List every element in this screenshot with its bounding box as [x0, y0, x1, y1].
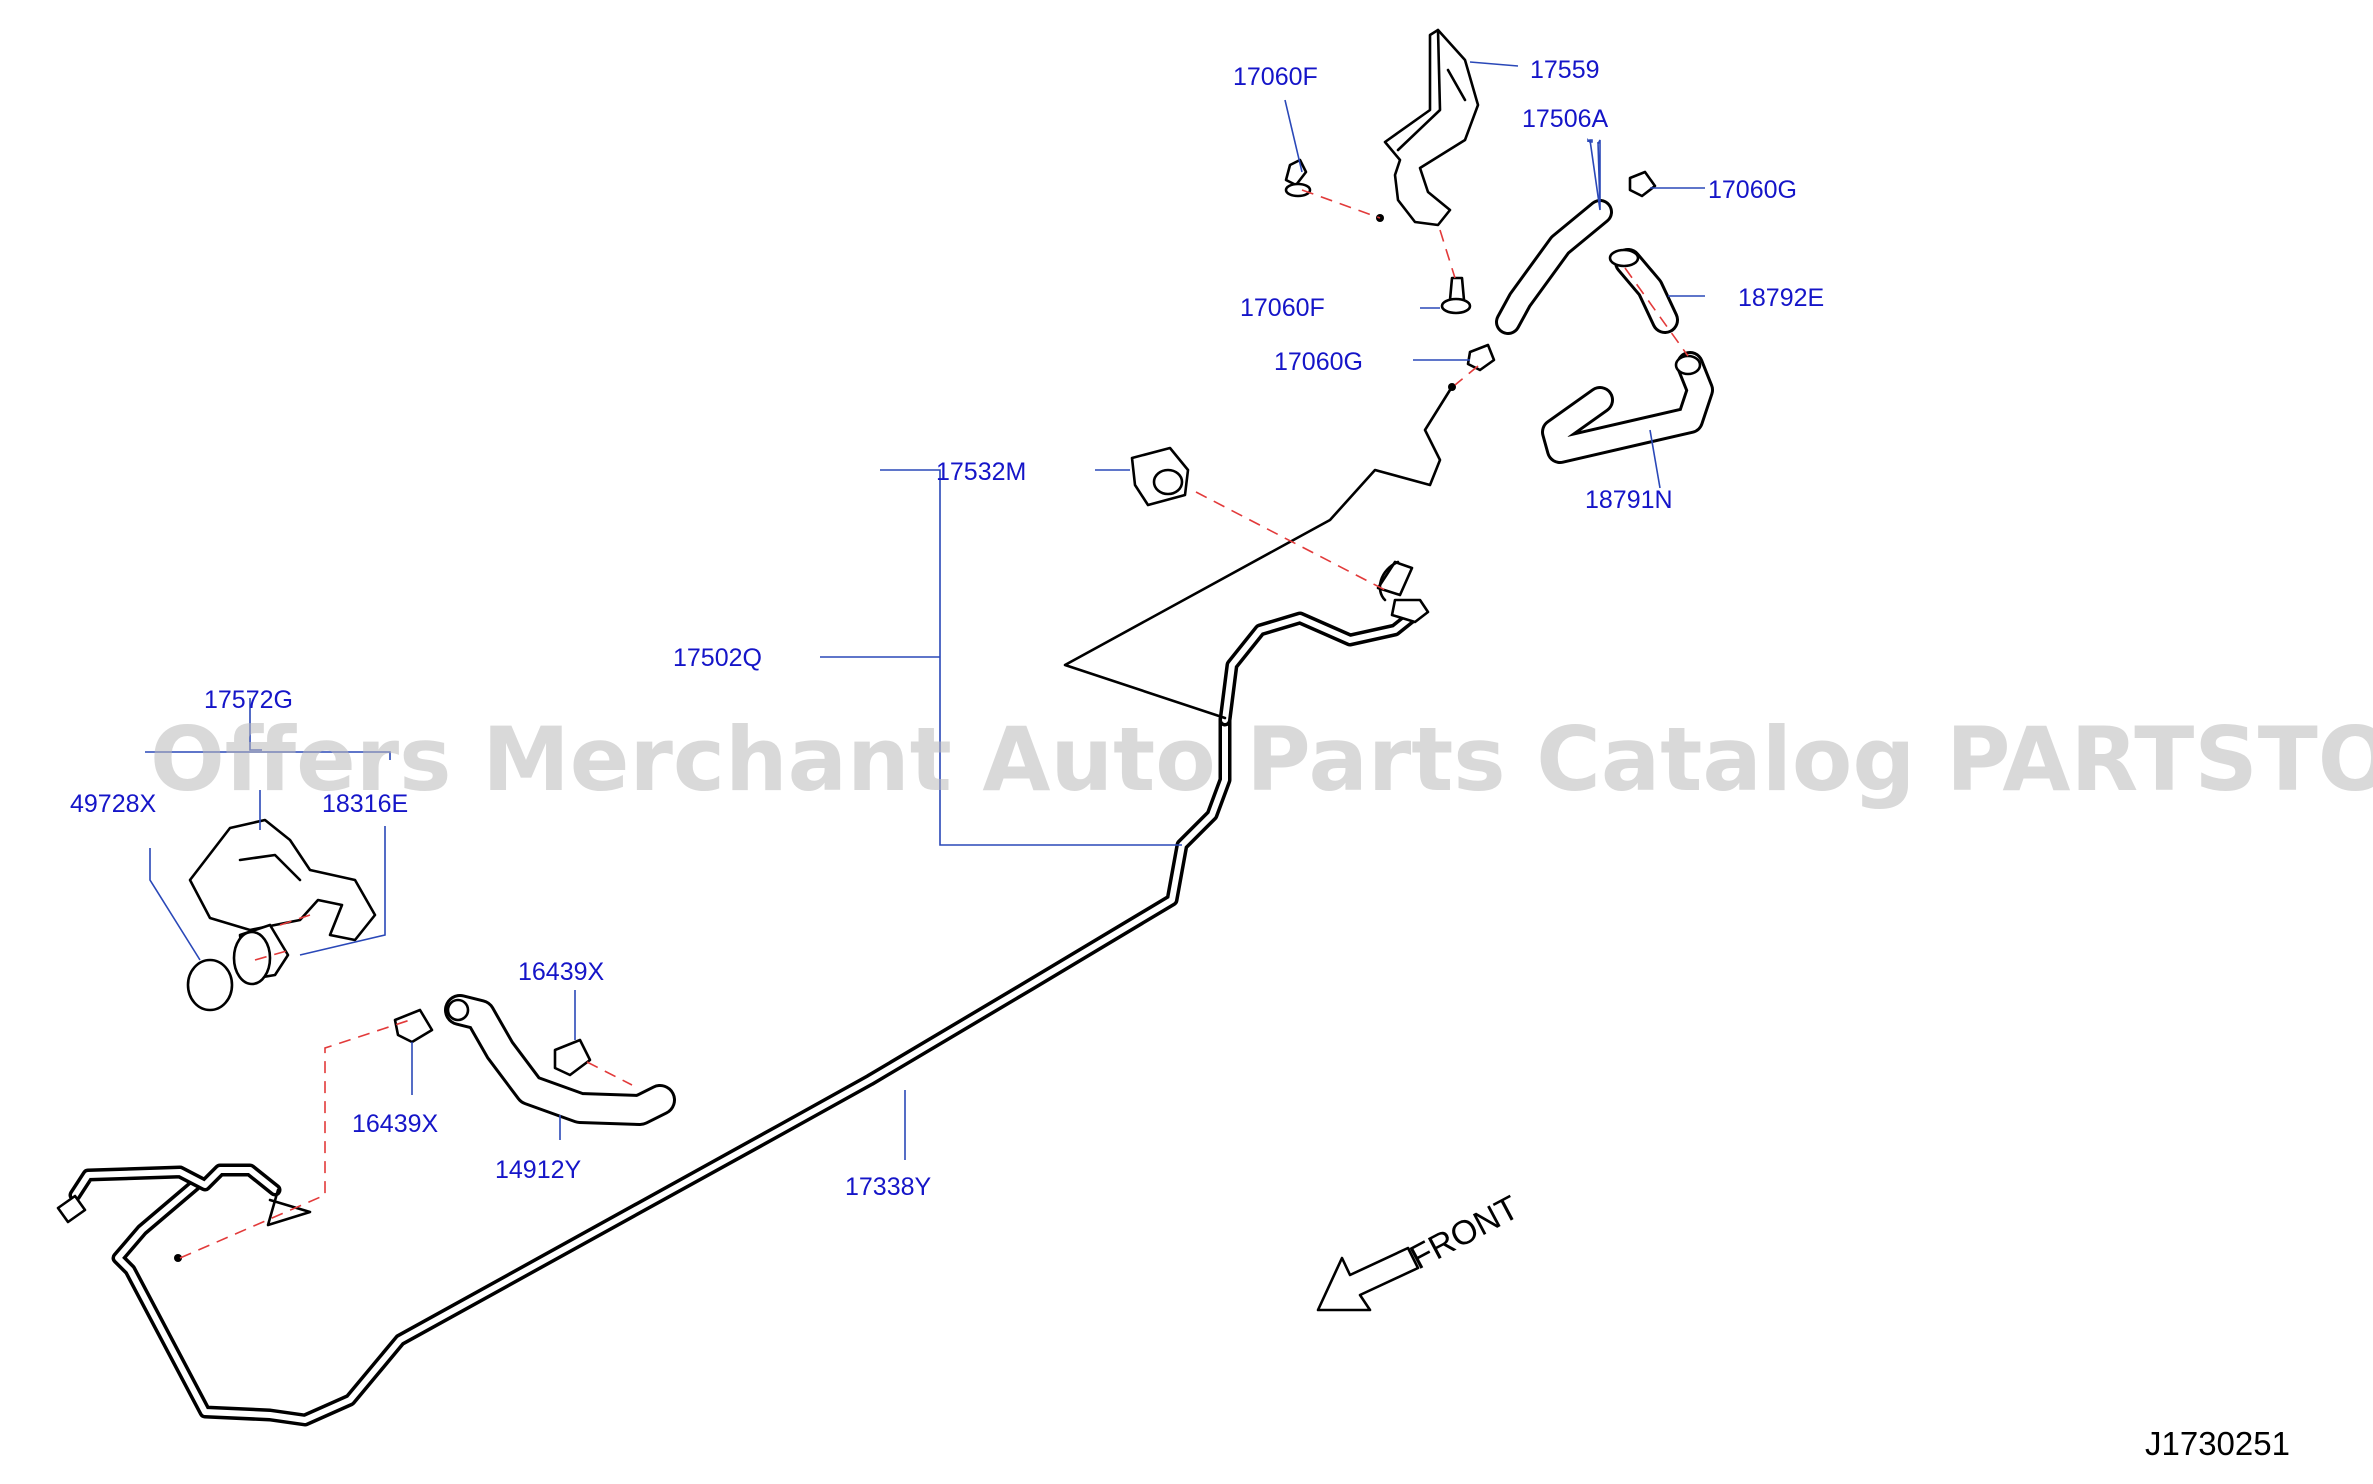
callout-16439x-upper[interactable]: 16439X — [518, 958, 605, 986]
pipe-left-end-assembly[interactable] — [56, 1163, 312, 1262]
callout-18792e[interactable]: 18792E — [1738, 284, 1824, 312]
watermark: Offers Merchant Auto Parts Catalog PARTS… — [150, 708, 2373, 811]
pipe-upper-branch[interactable] — [1218, 603, 1427, 727]
leader-lines — [145, 61, 1705, 1160]
hose-18792e[interactable] — [1608, 248, 1679, 334]
callout-17338y[interactable]: 17338Y — [845, 1173, 932, 1201]
clamp-17060g-mid[interactable] — [1466, 343, 1496, 372]
callout-18316e[interactable]: 18316E — [322, 790, 408, 818]
callout-17572g[interactable]: 17572G — [204, 686, 293, 714]
grommet-49728x[interactable] — [186, 923, 290, 1012]
clip-17060f-mid[interactable] — [1440, 276, 1472, 315]
clamp-16439x-lower[interactable] — [393, 1008, 434, 1044]
hose-18791n[interactable] — [1541, 351, 1714, 464]
callout-17506a[interactable]: 17506A — [1522, 105, 1609, 133]
bracket-17559[interactable] — [1376, 28, 1480, 227]
callout-17532m[interactable]: 17532M — [936, 458, 1026, 486]
figure-id: J1730251 — [2145, 1425, 2290, 1462]
callout-49728x[interactable]: 49728X — [70, 790, 157, 818]
alignment-guides — [179, 189, 1689, 1259]
grommet-17532m[interactable] — [1130, 446, 1190, 507]
clamp-16439x-upper[interactable] — [553, 1038, 592, 1077]
callout-18791n[interactable]: 18791N — [1585, 486, 1673, 514]
clip-17060f-top[interactable] — [1284, 158, 1312, 198]
callout-17060f-top[interactable]: 17060F — [1233, 63, 1318, 91]
callout-16439x-lower[interactable]: 16439X — [352, 1110, 439, 1138]
front-label: FRONT — [1404, 1189, 1525, 1278]
bracket-18316e[interactable] — [188, 818, 377, 942]
pipe-quick-connector[interactable] — [1376, 560, 1430, 624]
pipe-17502q[interactable] — [1063, 383, 1456, 720]
clamp-17060g-right[interactable] — [1628, 170, 1657, 198]
callout-17060g-right[interactable]: 17060G — [1708, 176, 1797, 204]
pipe-17338y[interactable] — [111, 713, 1232, 1427]
hose-14912y[interactable] — [444, 994, 676, 1126]
callout-17559[interactable]: 17559 — [1530, 56, 1600, 84]
hose-17506a[interactable] — [1495, 199, 1613, 335]
callout-14912y[interactable]: 14912Y — [495, 1156, 582, 1184]
front-direction-arrow — [1316, 1246, 1420, 1312]
callout-17060g-mid[interactable]: 17060G — [1274, 348, 1363, 376]
callout-17060f-mid[interactable]: 17060F — [1240, 294, 1325, 322]
callout-17502q[interactable]: 17502Q — [673, 644, 762, 672]
